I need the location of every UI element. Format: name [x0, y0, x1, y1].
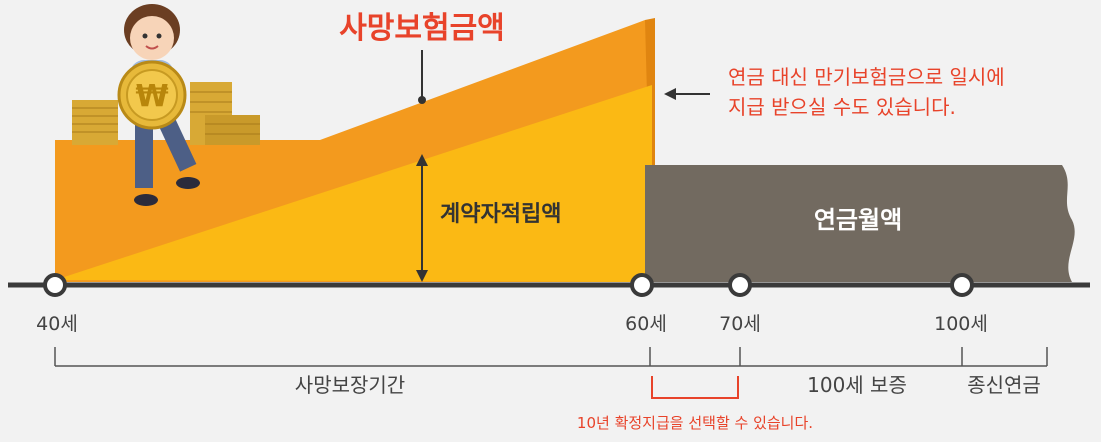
- reserve-arrow-top: [416, 154, 428, 166]
- monthly-annuity-label: 연금월액: [814, 206, 902, 234]
- age-node-100: [950, 273, 974, 297]
- age-label-40: 40세: [36, 313, 78, 335]
- lifetime-annuity-period: 종신연금: [967, 373, 1041, 397]
- age-node-70: [728, 273, 752, 297]
- won-symbol: ₩: [135, 79, 168, 114]
- monthly-annuity-area: [645, 165, 1075, 282]
- contract-reserve-area: [55, 85, 652, 282]
- age-label-100: 100세: [934, 313, 988, 335]
- fixed-10yr-bracket: [651, 376, 739, 399]
- maturity-note-line2: 지급 받으실 수도 있습니다.: [728, 95, 956, 119]
- guarantee-100-period: 100세 보증: [807, 373, 907, 397]
- death-benefit-pointer-dot: [418, 96, 426, 104]
- fixed-10yr-note: 10년 확정지급을 선택할 수 있습니다.: [577, 414, 813, 432]
- reserve-arrow-bottom: [416, 270, 428, 282]
- age-node-40: [43, 273, 67, 297]
- death-coverage-period: 사망보장기간: [295, 373, 405, 397]
- age-label-60: 60세: [625, 313, 667, 335]
- death-benefit-label: 사망보험금액: [339, 11, 505, 46]
- age-node-60: [630, 273, 654, 297]
- maturity-note-line1: 연금 대신 만기보험금으로 일시에: [728, 65, 1005, 89]
- coin-stacks-illustration: [72, 82, 260, 145]
- period-brackets: [54, 347, 1048, 367]
- timeline-nodes: [43, 273, 974, 297]
- contract-reserve-label: 계약자적립액: [440, 202, 561, 227]
- maturity-note-arrowhead: [664, 88, 676, 100]
- age-label-70: 70세: [719, 313, 761, 335]
- woman-with-coin-illustration: ₩: [117, 4, 200, 206]
